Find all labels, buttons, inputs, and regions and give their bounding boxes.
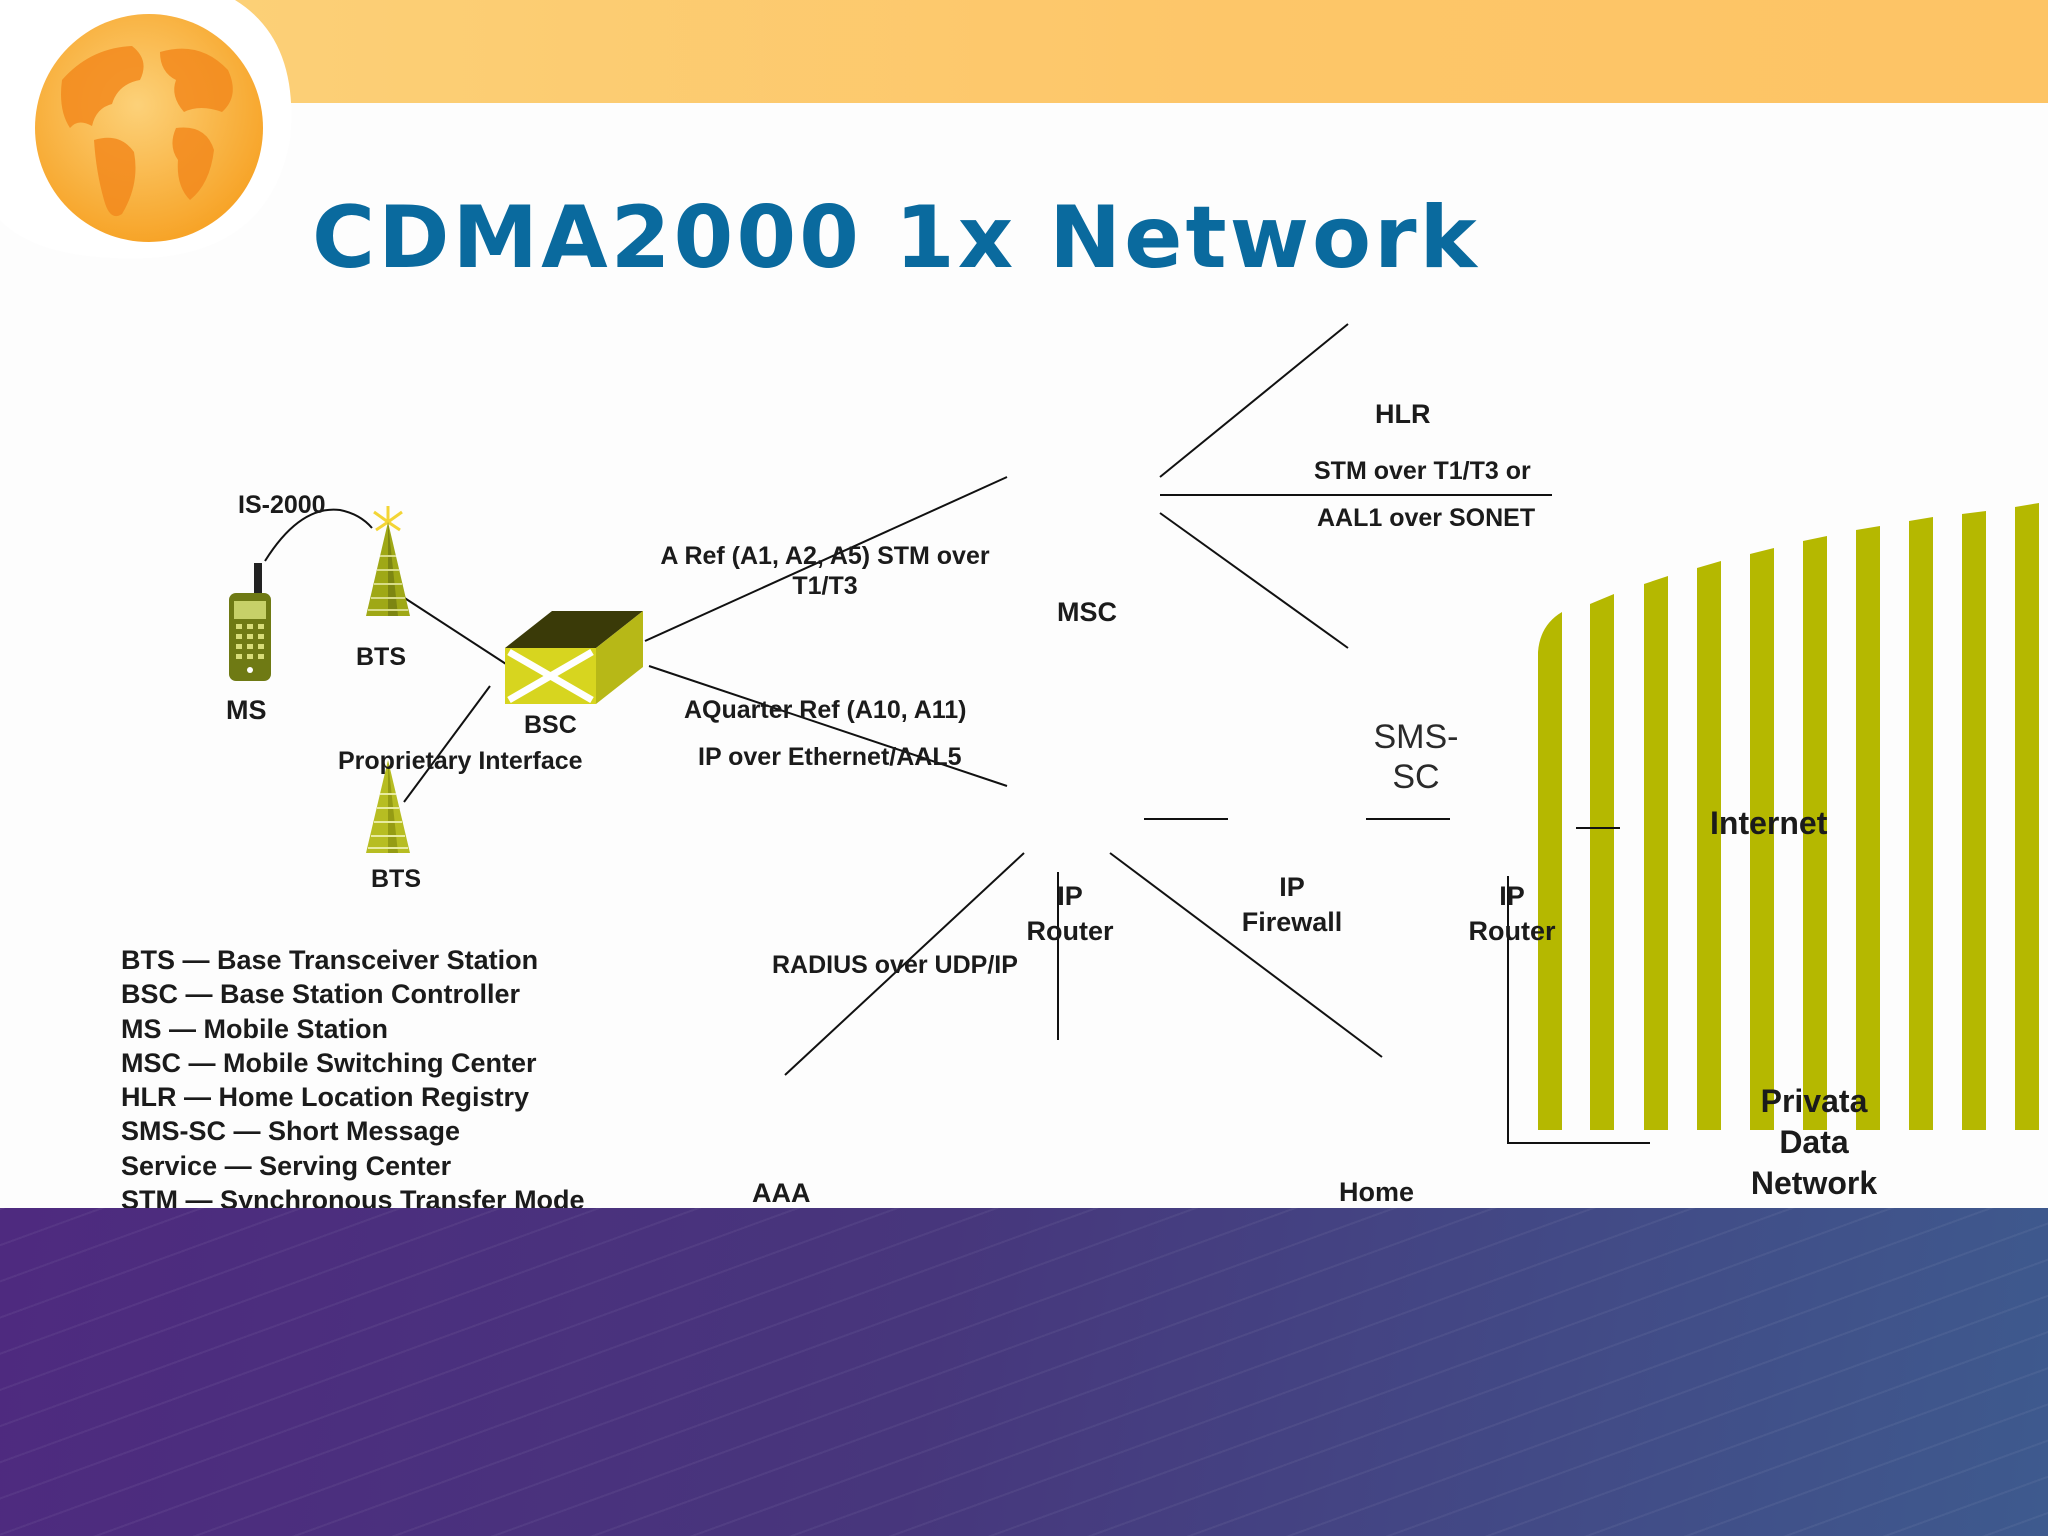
ip-firewall-label: IP Firewall [1222, 870, 1362, 940]
globe-icon [0, 0, 292, 259]
ms-label: MS [226, 695, 267, 725]
hlr-label: HLR [1375, 399, 1431, 429]
top-banner [0, 0, 2048, 103]
msc-hlr-link-1 [1159, 323, 1349, 478]
ip-router-2-label: IP Router [1452, 879, 1572, 949]
legend-item: Service — Serving Center [121, 1150, 452, 1181]
antenna-tower-icon [366, 506, 410, 616]
ip-router-2-label-line: Router [1468, 916, 1556, 946]
aquarter-ref-label: AQuarter Ref (A10, A11) [684, 696, 967, 724]
a-ref-label-line: A Ref (A1, A2, A5) STM over [660, 542, 990, 570]
globe-logo [0, 0, 300, 260]
aquarter-link [648, 665, 1008, 787]
radius-label: RADIUS over UDP/IP [772, 951, 1018, 979]
stm-hlr-label: STM over T1/T3 or [1314, 457, 1531, 485]
legend-item: MS — Mobile Station [121, 1013, 388, 1044]
private-data-network-label: Privata Data Network [1714, 1081, 1914, 1204]
bts-top-label: BTS [356, 643, 406, 671]
bsc-label: BSC [524, 711, 577, 739]
sms-sc-label-line: SMS- [1373, 718, 1459, 756]
a-ref-label: A Ref (A1, A2, A5) STM over T1/T3 [640, 541, 1010, 601]
legend-item: BSC — Base Station Controller [121, 979, 521, 1010]
footer-band [0, 1208, 2048, 1536]
ip-over-ethernet-label: IP over Ethernet/AAL5 [698, 743, 962, 771]
bts-bottom-label: BTS [371, 865, 421, 893]
ip-router-2-label-line: IP [1499, 881, 1525, 911]
a-ref-label-line: T1/T3 [792, 572, 858, 600]
network-diagram [229, 323, 2039, 1144]
antenna-tower-icon [366, 760, 410, 853]
ip-router-label-line: IP [1057, 881, 1083, 911]
abbreviation-legend: BTS — Base Transceiver Station BSC — Bas… [121, 943, 681, 1215]
sms-sc-label: SMS- SC [1360, 717, 1472, 797]
home-label: Home [1339, 1177, 1415, 1207]
home-link [1109, 852, 1383, 1058]
a-ref-link [644, 476, 1008, 642]
aal1-sonet-label: AAL1 over SONET [1317, 504, 1536, 532]
legend-item: SMS-SC — Short Message [121, 1116, 461, 1147]
sms-sc-label-line: SC [1392, 758, 1440, 796]
private-data-network-line: Data [1779, 1124, 1849, 1160]
legend-item: MSC — Mobile Switching Center [121, 1047, 537, 1078]
radius-link [784, 852, 1025, 1076]
slide-title: CDMA2000 1x Network [312, 188, 1480, 288]
bts-top-bsc-link [399, 594, 507, 665]
bsc-box-icon [505, 611, 643, 704]
msc-hlr-link-3 [1159, 512, 1349, 649]
private-data-link [1507, 876, 1650, 1144]
internet-stripes [1538, 503, 2039, 1130]
is2000-label: IS-2000 [238, 491, 326, 519]
proprietary-interface-label: Proprietary Interface [338, 747, 583, 775]
legend-item: HLR — Home Location Registry [121, 1082, 530, 1113]
private-data-network-line: Network [1750, 1165, 1878, 1201]
legend-item: BTS — Base Transceiver Station [121, 945, 539, 975]
private-data-network-line: Privata [1760, 1083, 1868, 1119]
is2000-link [264, 508, 373, 562]
msc-label: MSC [1057, 597, 1117, 627]
ip-router-label: IP Router [1010, 879, 1130, 949]
footer-pattern [0, 1208, 2048, 1536]
bts-bottom-bsc-link [403, 685, 491, 803]
ip-firewall-label-line: IP [1279, 872, 1305, 902]
mobile-phone-icon [229, 563, 271, 681]
ip-firewall-label-line: Firewall [1241, 907, 1343, 937]
aaa-label: AAA [752, 1178, 811, 1208]
internet-label: Internet [1710, 805, 1828, 841]
ip-router-label-line: Router [1026, 916, 1114, 946]
